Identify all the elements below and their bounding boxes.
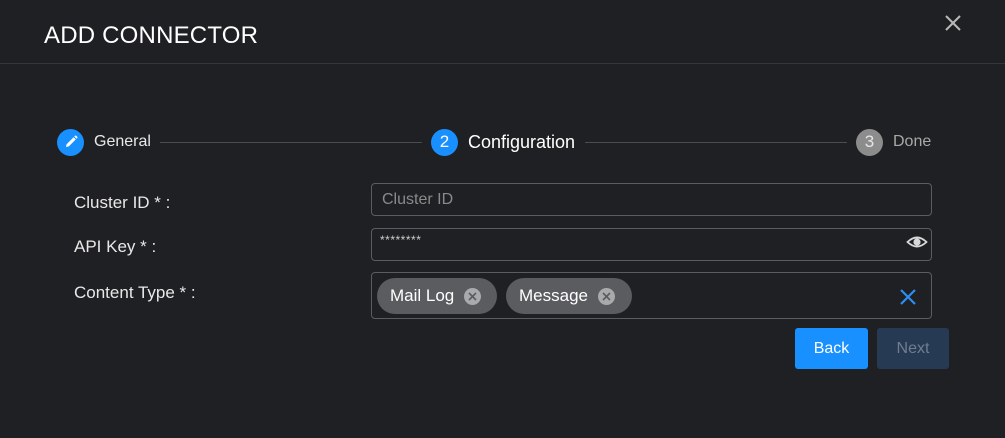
remove-tag-icon[interactable] bbox=[597, 287, 615, 305]
content-type-select[interactable]: Mail Log Message bbox=[371, 272, 932, 319]
next-button[interactable]: Next bbox=[877, 328, 949, 369]
step-general-label: General bbox=[94, 133, 151, 150]
cluster-id-input[interactable] bbox=[371, 183, 932, 216]
tag-message: Message bbox=[506, 278, 632, 314]
clear-all-icon[interactable] bbox=[898, 287, 918, 307]
api-key-value: ******** bbox=[380, 233, 422, 247]
step-connector-1 bbox=[160, 142, 422, 143]
step-done: 3 Done bbox=[856, 125, 931, 159]
step-done-number: 3 bbox=[856, 128, 883, 156]
close-icon[interactable] bbox=[940, 10, 966, 36]
cluster-id-label: Cluster ID * : bbox=[74, 193, 171, 212]
tag-label: Message bbox=[519, 286, 588, 305]
step-configuration: 2 Configuration bbox=[431, 125, 575, 159]
back-button[interactable]: Back bbox=[795, 328, 868, 369]
dialog-header: ADD CONNECTOR bbox=[0, 0, 1005, 64]
step-done-label: Done bbox=[893, 133, 932, 150]
step-configuration-number: 2 bbox=[431, 128, 458, 156]
content-type-label: Content Type * : bbox=[74, 283, 196, 302]
remove-tag-icon[interactable] bbox=[464, 287, 482, 305]
api-key-label: API Key * : bbox=[74, 237, 157, 256]
pencil-icon bbox=[65, 135, 77, 147]
api-key-input[interactable] bbox=[371, 228, 932, 261]
eye-icon[interactable] bbox=[906, 232, 928, 252]
step-general: General bbox=[57, 125, 151, 159]
step-general-circle bbox=[57, 128, 84, 156]
tag-label: Mail Log bbox=[390, 286, 455, 305]
stepper: General 2 Configuration 3 Done bbox=[0, 125, 1005, 159]
step-connector-2 bbox=[585, 142, 847, 143]
tag-mail-log: Mail Log bbox=[377, 278, 497, 314]
step-configuration-label: Configuration bbox=[468, 131, 576, 152]
dialog-title: ADD CONNECTOR bbox=[44, 22, 259, 49]
